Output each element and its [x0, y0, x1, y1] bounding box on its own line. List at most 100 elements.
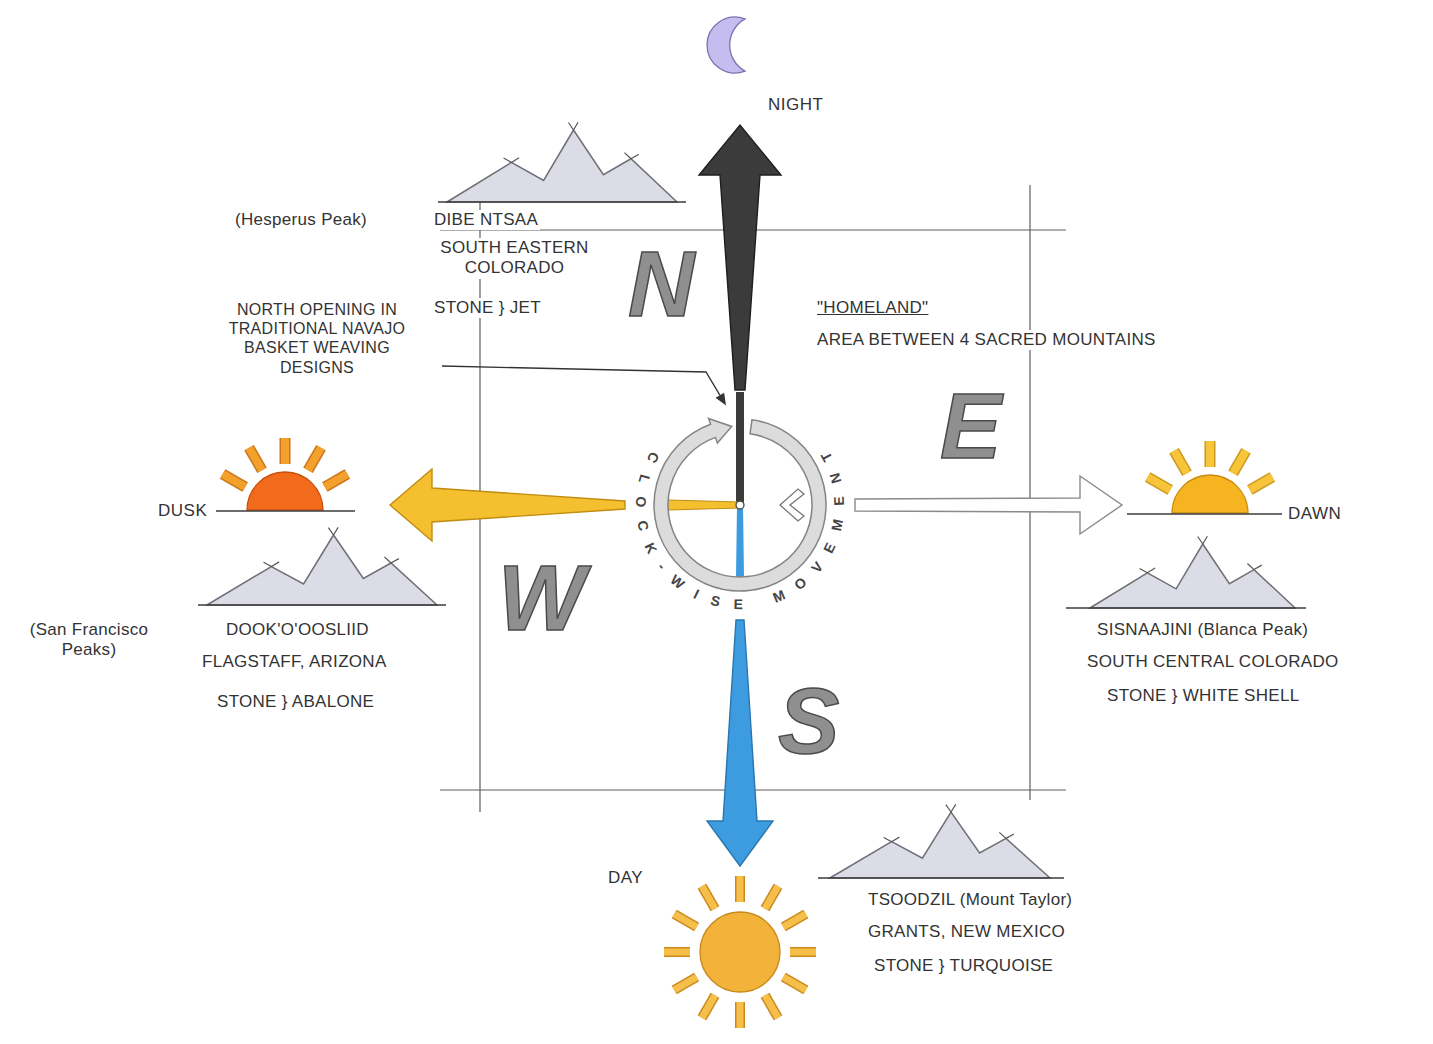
sun-ray — [674, 977, 697, 990]
note: NORTH OPENING IN TRADITIONAL NAVAJO BASK… — [205, 300, 429, 377]
centre-point — [736, 501, 744, 509]
sun-ray-edge — [783, 977, 806, 990]
horizon-line — [216, 510, 355, 511]
mountain-shape — [1090, 544, 1295, 608]
mountain-symbol — [438, 122, 686, 202]
node-outline — [150, 425, 390, 540]
direction-letter: S — [778, 675, 840, 767]
sun-ray — [737, 876, 744, 902]
mountain-stone: STONE } JET — [432, 298, 543, 318]
node-label: DUSK — [158, 501, 207, 521]
mountain-location: SOUTH CENTRAL COLORADO — [1085, 652, 1341, 672]
sun-ray — [325, 474, 348, 487]
sun-ray-edge — [783, 914, 806, 927]
node-label: DAWN — [1288, 504, 1341, 524]
sun-ray-edge — [1233, 451, 1246, 474]
sun-ray — [223, 474, 246, 487]
sun-ray-edge — [308, 448, 321, 471]
peak-tick — [1140, 568, 1156, 573]
mountain-base — [1066, 607, 1306, 609]
sun-ray — [765, 886, 778, 909]
sun-ray-edge — [664, 947, 690, 957]
grid-line — [1029, 185, 1030, 800]
peak-tick — [263, 562, 279, 567]
peak-name: (Hesperus Peak) — [233, 210, 369, 230]
node-outline — [600, 866, 830, 1038]
mountain-name: DIBE NTSAA — [432, 210, 540, 230]
ring-text-holder: CLOCK-WISE MOVEMENT — [625, 390, 855, 620]
sun-ray — [1174, 451, 1187, 474]
peak-tick — [946, 804, 956, 812]
peak-tick — [999, 832, 1014, 838]
sun-ray — [308, 448, 321, 471]
sun-ray-edge — [735, 1002, 745, 1028]
sun-ray — [702, 886, 715, 909]
direction-arrow — [699, 125, 781, 390]
ring-label-path: CLOCK-WISE MOVEMENT — [633, 449, 847, 612]
mountain-name: DOOK'O'OOSLIID — [224, 620, 371, 640]
direction-arrow — [707, 620, 773, 866]
mountain-base — [198, 604, 446, 606]
mountain-name: TSOODZIL (Mount Taylor) — [866, 890, 1074, 910]
sun-ray-edge — [1174, 451, 1187, 474]
mountain-location: SOUTH EASTERN COLORADO — [405, 238, 624, 279]
mountain-location: GRANTS, NEW MEXICO — [866, 922, 1067, 942]
east-chevron — [780, 489, 804, 521]
mountain-stone: STONE } WHITE SHELL — [1105, 686, 1301, 706]
sun-ray-edge — [1250, 477, 1273, 490]
sun-ray — [674, 914, 697, 927]
sun-ray-edge — [325, 474, 348, 487]
leader-line — [442, 366, 726, 406]
region-title: "HOMELAND" — [815, 298, 930, 318]
mountain-location: FLAGSTAFF, ARIZONA — [200, 652, 389, 672]
movement-circle: CLOCK-WISE MOVEMENT — [625, 390, 855, 620]
direction-letter: E — [940, 380, 1002, 472]
sun-ray-edge — [735, 876, 745, 902]
sun-ray-edge — [702, 886, 715, 909]
sun-ray — [1148, 477, 1171, 490]
west-tail — [668, 500, 740, 510]
sun-ray-edge — [765, 995, 778, 1018]
sun-ray-edge — [765, 886, 778, 909]
mountain-symbol — [1066, 536, 1306, 608]
direction-letter: W — [498, 552, 585, 644]
mountain-base — [818, 877, 1064, 879]
sun-ray — [702, 995, 715, 1018]
sun-ray — [1233, 451, 1246, 474]
peak-tick — [1247, 563, 1261, 569]
mountain-shape — [207, 535, 437, 605]
sunrise-symbol: DAWN — [1122, 425, 1347, 545]
sun-ray-edge — [223, 474, 246, 487]
sun-ray-edge — [1148, 477, 1171, 490]
half-sun — [247, 472, 323, 510]
mountain-symbol — [198, 527, 446, 605]
mountain-shape — [830, 812, 1050, 878]
mountain-base — [438, 201, 686, 203]
north-tail — [736, 392, 744, 505]
sun-ray — [783, 914, 806, 927]
ring-text-path — [636, 431, 844, 609]
sun-ray-edge — [1205, 441, 1216, 467]
sun-ray-edge — [790, 947, 816, 957]
peak-tick — [384, 557, 399, 563]
moon-symbol: NIGHT — [700, 10, 860, 125]
sun-ray-edge — [674, 977, 697, 990]
peak-tick — [1198, 536, 1208, 544]
sun-ray-edge — [249, 448, 262, 471]
ring-label: CLOCK-WISE MOVEMENT — [633, 449, 847, 612]
crescent-moon — [707, 17, 745, 73]
sun-ray-edge — [674, 914, 697, 927]
horizon-line — [1127, 513, 1282, 514]
sun-ray-edge — [702, 995, 715, 1018]
full-sun — [700, 912, 780, 992]
mountain-stone: STONE } TURQUOISE — [872, 956, 1055, 976]
sun-ray — [1250, 477, 1273, 490]
leader-head — [716, 393, 726, 406]
leader-path — [442, 366, 720, 395]
peak-tick — [624, 153, 638, 159]
sunset-symbol: DUSK — [150, 425, 390, 540]
direction-letter: N — [628, 238, 695, 330]
compass-centre — [654, 392, 826, 591]
